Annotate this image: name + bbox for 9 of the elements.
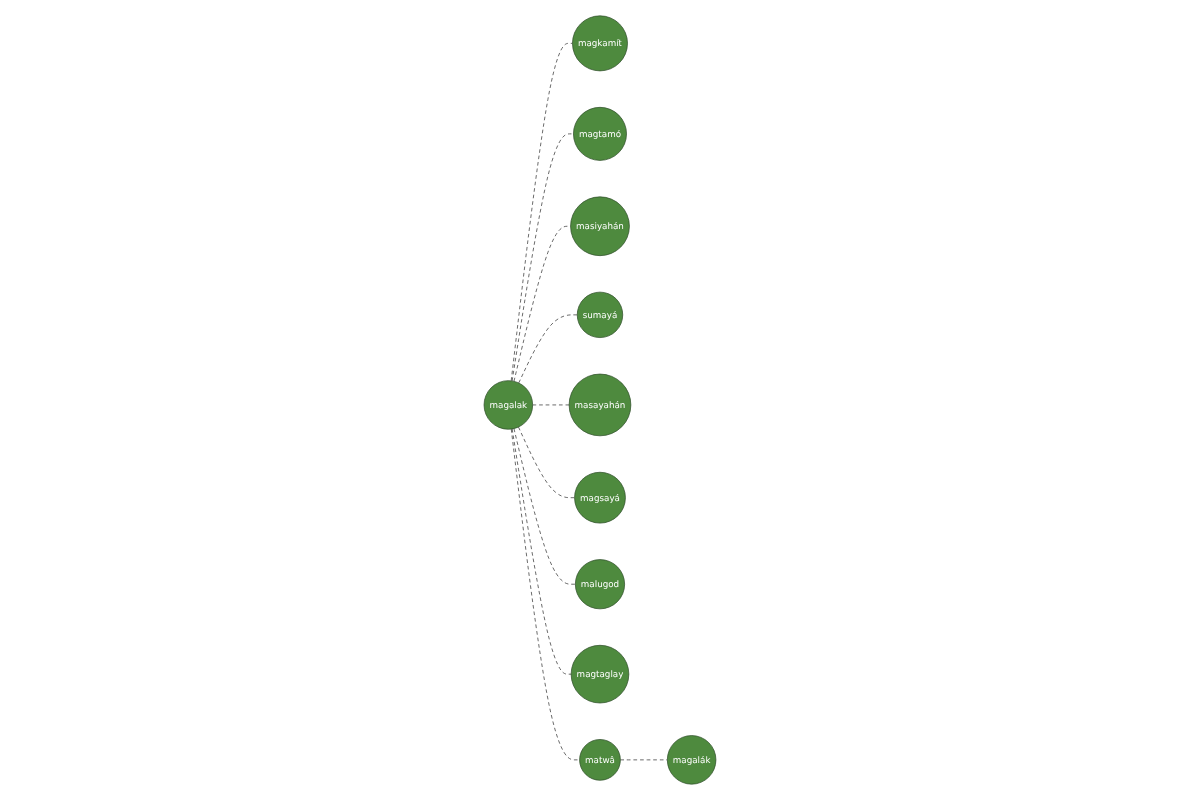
connector	[510, 428, 580, 761]
connector	[513, 225, 571, 382]
connector	[513, 428, 576, 585]
connector	[620, 759, 668, 761]
connector	[511, 428, 572, 675]
connector	[518, 314, 578, 384]
connector	[510, 43, 573, 382]
connector	[511, 133, 574, 382]
connector	[518, 426, 575, 499]
